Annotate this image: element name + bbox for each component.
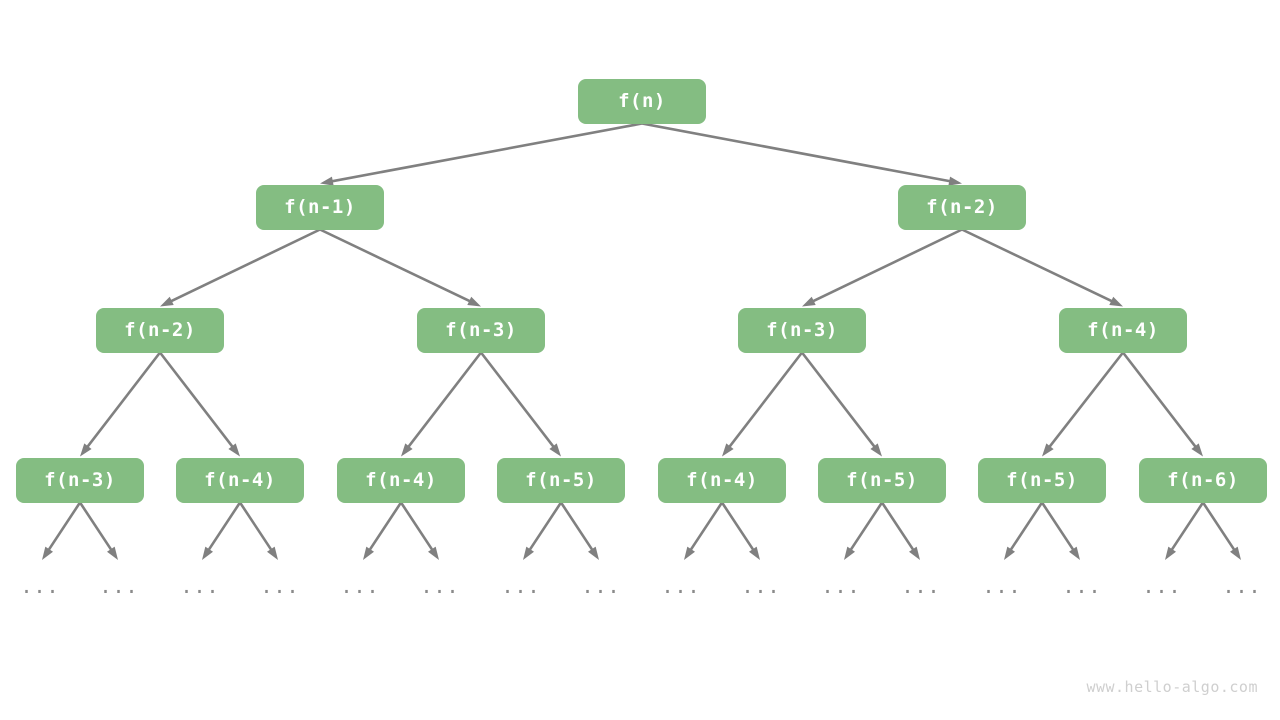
tree-edge [319, 228, 481, 307]
ellipsis-marker: ... [821, 574, 861, 598]
ellipsis-marker: ... [901, 574, 941, 598]
tree-edge [800, 351, 882, 457]
tree-node: f(n-3) [417, 307, 545, 353]
tree-edge-stub [844, 501, 884, 560]
ellipsis-marker: ... [1062, 574, 1102, 598]
tree-edge-stub [1165, 501, 1205, 560]
tree-edge-stub [523, 501, 563, 560]
tree-edge-stub [363, 501, 403, 560]
ellipsis-marker: ... [581, 574, 621, 598]
ellipsis-marker: ... [1222, 574, 1262, 598]
ellipsis-marker: ... [260, 574, 300, 598]
tree-edge-stub [238, 501, 278, 560]
tree-edge [80, 351, 162, 457]
tree-edge-stub [202, 501, 242, 560]
tree-edge [158, 351, 240, 457]
tree-edge-stub [1004, 501, 1044, 560]
tree-node: f(n-5) [978, 457, 1106, 503]
tree-node: f(n-3) [738, 307, 866, 353]
tree-edge-stub [399, 501, 439, 560]
tree-node: f(n-4) [176, 457, 304, 503]
tree-edge [479, 351, 561, 457]
ellipsis-marker: ... [741, 574, 781, 598]
tree-node: f(n) [578, 78, 706, 124]
tree-edge [802, 228, 963, 307]
tree-edge [160, 228, 321, 307]
ellipsis-marker: ... [180, 574, 220, 598]
tree-node: f(n-5) [818, 457, 946, 503]
tree-edge [961, 228, 1123, 307]
tree-edge-stub [720, 501, 760, 560]
tree-node: f(n-6) [1139, 457, 1267, 503]
ellipsis-marker: ... [982, 574, 1022, 598]
tree-edge-stub [1201, 501, 1241, 560]
tree-node: f(n-1) [256, 184, 384, 230]
ellipsis-marker: ... [99, 574, 139, 598]
tree-edge [401, 351, 483, 457]
tree-edge-stub [559, 501, 599, 560]
tree-edge-stub [880, 501, 920, 560]
tree-edge [641, 122, 962, 186]
ellipsis-marker: ... [501, 574, 541, 598]
watermark: www.hello-algo.com [1086, 678, 1258, 696]
tree-node: f(n-3) [16, 457, 144, 503]
tree-edge [320, 122, 643, 186]
tree-node: f(n-2) [96, 307, 224, 353]
tree-edge-stub [1040, 501, 1080, 560]
tree-node: f(n-4) [658, 457, 786, 503]
tree-node: f(n-2) [898, 184, 1026, 230]
tree-node: f(n-4) [337, 457, 465, 503]
ellipsis-marker: ... [661, 574, 701, 598]
tree-edge [722, 351, 804, 457]
tree-edge-stub [42, 501, 82, 560]
tree-edge-stub [78, 501, 118, 560]
tree-edge-stub [684, 501, 724, 560]
tree-edge [1042, 351, 1125, 457]
tree-node: f(n-5) [497, 457, 625, 503]
tree-edge [1121, 351, 1203, 457]
ellipsis-marker: ... [1142, 574, 1182, 598]
ellipsis-marker: ... [420, 574, 460, 598]
ellipsis-marker: ... [340, 574, 380, 598]
ellipsis-marker: ... [20, 574, 60, 598]
tree-node: f(n-4) [1059, 307, 1187, 353]
